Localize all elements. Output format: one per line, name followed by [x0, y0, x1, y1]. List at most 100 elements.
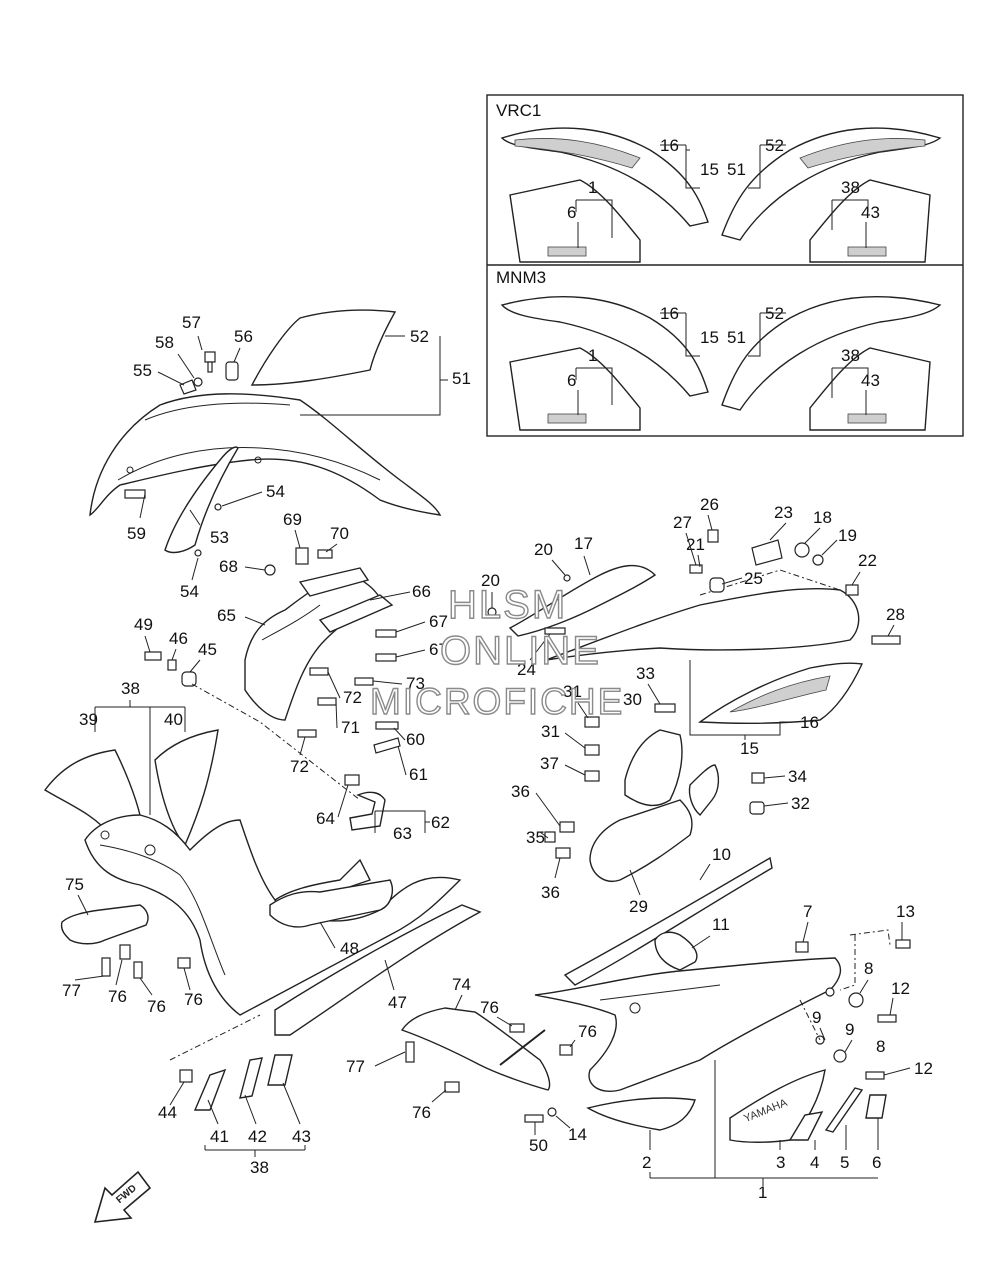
callout-30: 30: [623, 690, 642, 709]
callout-36-a: 36: [511, 782, 530, 801]
callout-18: 18: [813, 508, 832, 527]
inset2-label-1: 1: [588, 346, 597, 365]
callout-76-e: 76: [578, 1022, 597, 1041]
callout-23: 23: [774, 503, 793, 522]
hardware-55-59: [124, 351, 239, 557]
callout-58: 58: [155, 333, 174, 352]
callout-46: 46: [169, 629, 188, 648]
brace-48: [269, 879, 393, 928]
callout-53: 53: [210, 528, 229, 547]
inset2-label-6: 6: [567, 371, 576, 390]
callout-76-d: 76: [480, 998, 499, 1017]
inset1-label-6: 6: [567, 203, 576, 222]
callout-8-a: 8: [864, 959, 873, 978]
callout-21: 21: [686, 535, 705, 554]
decal-40: [154, 729, 219, 847]
callout-38-bottom: 38: [250, 1158, 269, 1177]
windshield-decal-52: [250, 309, 397, 386]
callout-9-a: 9: [812, 1008, 821, 1027]
duct-assembly-29-30: [544, 703, 765, 882]
strip-47: [274, 904, 482, 1036]
callout-61: 61: [409, 765, 428, 784]
callout-26: 26: [700, 495, 719, 514]
callout-3: 3: [776, 1153, 785, 1172]
callout-72-b: 72: [290, 757, 309, 776]
hardware-7-14: [524, 939, 911, 1123]
callout-42: 42: [248, 1127, 267, 1146]
callout-55: 55: [133, 361, 152, 380]
callout-69: 69: [283, 510, 302, 529]
inset1-label-1: 1: [588, 178, 597, 197]
callout-49: 49: [134, 615, 153, 634]
callout-75: 75: [65, 875, 84, 894]
callout-16-main: 16: [800, 713, 819, 732]
hardware-18-28: [487, 529, 901, 645]
variant-inset-panel: VRC1 16 15 52 51 1 6 38 43 MNM3: [486, 94, 964, 437]
watermark-line-3: MICROFICHE: [370, 681, 624, 722]
callout-76-b: 76: [147, 997, 166, 1016]
callout-73: 73: [406, 674, 425, 693]
callout-13: 13: [896, 902, 915, 921]
bracket-11: [654, 931, 698, 971]
side-decal-16: [697, 662, 864, 724]
inset1-label-15: 15: [700, 160, 719, 179]
callout-76-a: 76: [108, 987, 127, 1006]
callout-1-main: 1: [758, 1183, 767, 1202]
decal-2: [586, 1097, 696, 1131]
callout-50: 50: [529, 1136, 548, 1155]
callout-74: 74: [452, 975, 471, 994]
callout-24: 24: [517, 660, 536, 679]
callout-68: 68: [219, 557, 238, 576]
callout-39: 39: [79, 710, 98, 729]
callout-45: 45: [198, 640, 217, 659]
callout-9-b: 9: [845, 1020, 854, 1039]
callout-29: 29: [629, 897, 648, 916]
trim-pieces-41-44: [179, 1054, 293, 1111]
callout-32: 32: [791, 794, 810, 813]
callout-44: 44: [158, 1103, 177, 1122]
callout-60: 60: [406, 730, 425, 749]
callout-12-a: 12: [891, 979, 910, 998]
inner-panel-53: [164, 446, 239, 554]
callout-38-top: 38: [121, 679, 140, 698]
inset2-label-15: 15: [700, 328, 719, 347]
callout-5: 5: [840, 1153, 849, 1172]
callout-76-f: 76: [412, 1103, 431, 1122]
callout-35: 35: [526, 828, 545, 847]
inset1-label-43: 43: [861, 203, 880, 222]
mnm3-right-side-cover: [721, 296, 942, 431]
callout-65: 65: [217, 606, 236, 625]
callout-64: 64: [316, 809, 335, 828]
callout-31-b: 31: [541, 722, 560, 741]
callout-52-main: 52: [410, 327, 429, 346]
callout-40: 40: [164, 710, 183, 729]
callout-12-b: 12: [914, 1059, 933, 1078]
callout-56: 56: [234, 327, 253, 346]
callout-28: 28: [886, 605, 905, 624]
callout-59: 59: [127, 524, 146, 543]
callout-54-upper: 54: [266, 482, 285, 501]
callout-11: 11: [712, 915, 730, 934]
callout-41: 41: [210, 1127, 229, 1146]
inset1-label-51: 51: [727, 160, 746, 179]
forward-arrow-icon: FWD: [93, 1170, 152, 1223]
strip-10: [563, 856, 773, 986]
callout-77-center: 77: [346, 1057, 365, 1076]
right-lower-fairing: [534, 957, 842, 1092]
callout-62: 62: [431, 813, 450, 832]
callout-27: 27: [673, 513, 692, 532]
callout-76-c: 76: [184, 990, 203, 1009]
callout-14: 14: [568, 1125, 587, 1144]
bracket-62: [344, 721, 401, 831]
callout-25: 25: [744, 569, 763, 588]
callout-20-a: 20: [534, 540, 553, 559]
callout-43: 43: [292, 1127, 311, 1146]
callout-48: 48: [340, 939, 359, 958]
vrc1-left-side-cover: [500, 127, 709, 263]
inner-panel-assembly-65: [244, 567, 394, 721]
callout-6-main: 6: [872, 1153, 881, 1172]
callout-31-a: 31: [563, 682, 582, 701]
callout-10: 10: [712, 845, 731, 864]
decals-4-6: [788, 1087, 887, 1141]
